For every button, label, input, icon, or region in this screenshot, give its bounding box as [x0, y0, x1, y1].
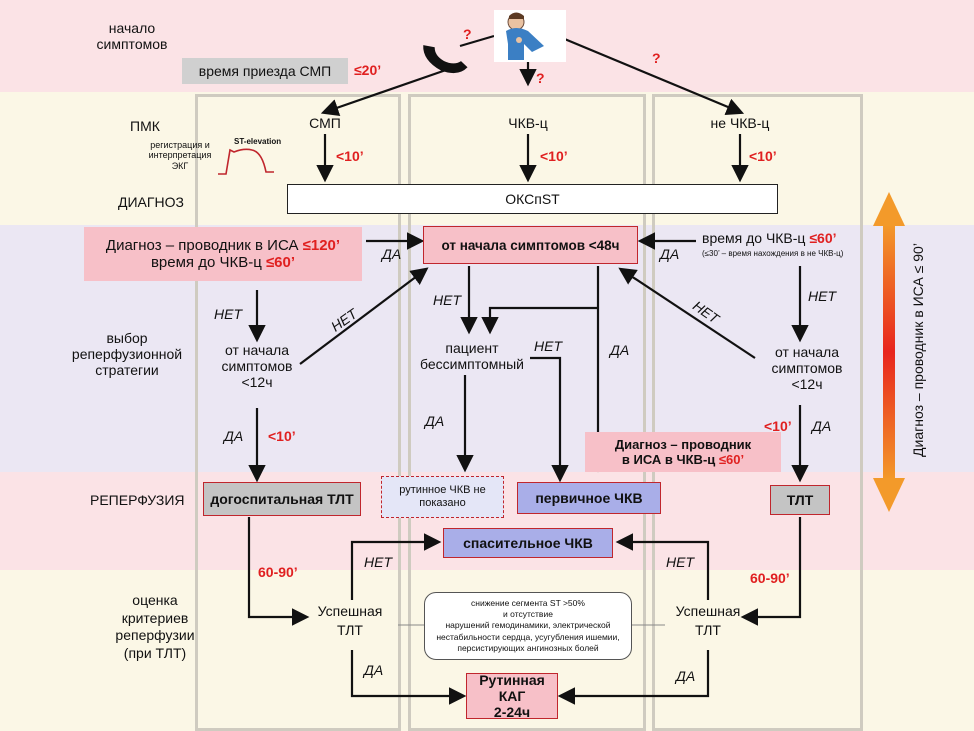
rescue-pci-box: спасительное ЧКВ [443, 528, 613, 558]
tlt-box: ТЛТ [770, 485, 830, 515]
onset-48h-box: от начала симптомов <48ч [423, 226, 638, 264]
row-label-pmk: ПМК [130, 118, 160, 134]
column-pci-center [408, 94, 646, 731]
node-successful-tlt-right: Успешная ТЛТ [675, 603, 741, 638]
st-elevation-label: ST-elevation [234, 137, 282, 146]
row-label-criteria: оценка критериев реперфузии (при ТЛТ) [115, 592, 195, 661]
row-label-reperfusion-choice: выбор реперфузионной стратегии [71, 330, 183, 379]
ambulance-time-label: время приезда СМП [198, 63, 332, 79]
limit-10-right: <10’ [764, 418, 792, 434]
node-smp: СМП [309, 115, 341, 131]
diag-transfer-line2: время до ЧКВ-ц ≤60’ [150, 254, 296, 271]
rescue-pci-label: спасительное ЧКВ [463, 535, 593, 551]
okcst-label: ОКСпST [505, 191, 560, 207]
edge-yes-kag-right: ДА [676, 668, 696, 684]
edge-no-right: НЕТ [808, 288, 836, 304]
tlt-label: ТЛТ [786, 492, 814, 508]
node-non-pci-center: не ЧКВ-ц [710, 115, 770, 131]
edge-no-asymptomatic: НЕТ [534, 338, 562, 354]
row-label-ecg: регистрация и интерпретация ЭКГ [148, 140, 212, 171]
node-asymptomatic: пациент бессимптомный [420, 340, 524, 373]
limit-10-smp: <10’ [336, 148, 364, 164]
routine-kag-box: Рутинная КАГ 2-24ч [466, 672, 558, 720]
edge-no-middle: НЕТ [433, 292, 461, 308]
edge-yes-left: ДА [224, 428, 244, 444]
routine-pci-not-shown-box: рутинное ЧКВ не показано [381, 476, 504, 518]
edge-no-rescue-left: НЕТ [364, 554, 392, 570]
limit-10-pci: <10’ [540, 148, 568, 164]
okcst-box: ОКСпST [287, 184, 778, 214]
routine-kag-line2: 2-24ч [493, 704, 531, 720]
limit-10-non-pci: <10’ [749, 148, 777, 164]
diag-pci-line1: Диагноз – проводник [614, 437, 752, 452]
node-onset-12-right: от начала симптомов <12ч [771, 344, 843, 393]
time-60-90-right: 60-90’ [750, 570, 790, 586]
question-mark-right: ? [652, 50, 661, 66]
time-to-pci-note: (≤30’ – время нахождения в не ЧКВ-ц) [702, 249, 844, 258]
column-non-pci-center [652, 94, 863, 731]
row-label-diagnosis: ДИАГНОЗ [118, 194, 184, 210]
prehospital-tlt-label: догоспитальная ТЛТ [210, 491, 354, 507]
node-pci-center: ЧКВ-ц [508, 115, 548, 131]
edge-yes-asymptomatic: ДА [425, 413, 445, 429]
ambulance-time-limit: ≤20’ [354, 62, 382, 78]
diag-pci-box: Диагноз – проводник в ИСА в ЧКВ-ц ≤60’ [585, 432, 781, 472]
routine-pci-not-shown-label: рутинное ЧКВ не показано [399, 483, 486, 509]
criteria-note-text: снижение сегмента ST >50% и отсутствие н… [436, 598, 620, 653]
primary-pci-box: первичное ЧКВ [517, 482, 661, 514]
question-mark-left: ? [463, 26, 472, 42]
row-label-reperfusion: РЕПЕРФУЗИЯ [90, 492, 185, 508]
edge-yes-kag-left: ДА [364, 662, 384, 678]
node-onset-12-left: от начала симптомов <12ч [221, 342, 293, 391]
criteria-note-box: снижение сегмента ST >50% и отсутствие н… [424, 592, 632, 660]
edge-no-rescue-right: НЕТ [666, 554, 694, 570]
diag-transfer-box: Диагноз – проводник в ИСА ≤120’ время до… [84, 227, 362, 281]
diag-pci-line2: в ИСА в ЧКВ-ц ≤60’ [621, 452, 745, 467]
routine-kag-line1: Рутинная КАГ [479, 672, 545, 704]
question-mark-center: ? [536, 70, 545, 86]
edge-yes-right-to-48h: ДА [660, 246, 680, 262]
column-smp [195, 94, 401, 731]
vertical-diag-label: Диагноз – проводник в ИСА ≤ 90’ [909, 243, 926, 457]
diag-transfer-line1: Диагноз – проводник в ИСА ≤120’ [105, 237, 341, 254]
prehospital-tlt-box: догоспитальная ТЛТ [203, 482, 361, 516]
limit-10-left: <10’ [268, 428, 296, 444]
primary-pci-label: первичное ЧКВ [535, 490, 643, 506]
edge-yes-right: ДА [812, 418, 832, 434]
edge-yes-left-to-48h: ДА [382, 246, 402, 262]
time-to-pci: время до ЧКВ-ц ≤60’ [702, 230, 837, 246]
edge-no-left: НЕТ [214, 306, 242, 322]
onset-48h-label: от начала симптомов <48ч [441, 237, 620, 253]
edge-yes-primary: ДА [610, 342, 630, 358]
ambulance-time-box: время приезда СМП [182, 58, 348, 84]
row-label-onset: начало симптомов [96, 20, 168, 53]
node-successful-tlt-left: Успешная ТЛТ [317, 603, 383, 638]
time-60-90-left: 60-90’ [258, 564, 298, 580]
